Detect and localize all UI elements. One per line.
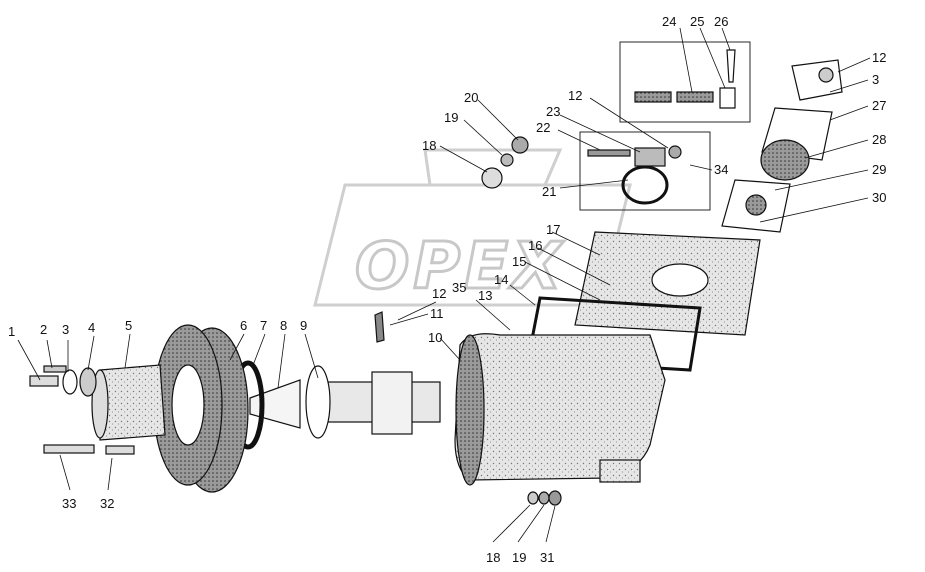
callout-25: 25 bbox=[690, 14, 704, 29]
callout-19-bottom: 19 bbox=[512, 550, 526, 565]
watermark-logo: OPEX bbox=[313, 148, 632, 307]
flange-stack bbox=[721, 59, 843, 233]
cone-part bbox=[249, 379, 301, 429]
callout-3: 3 bbox=[62, 322, 69, 337]
callout-22: 22 bbox=[536, 120, 550, 135]
callout-35: 35 bbox=[452, 280, 466, 295]
watermark-text: OPEX bbox=[355, 230, 565, 304]
callout-4: 4 bbox=[88, 320, 95, 335]
bolt-washer-stack bbox=[29, 365, 97, 397]
clutch-discs bbox=[153, 324, 249, 493]
callout-10: 10 bbox=[428, 330, 442, 345]
leader-lines bbox=[17, 27, 871, 543]
callout-9: 9 bbox=[300, 318, 307, 333]
callout-23: 23 bbox=[546, 104, 560, 119]
bolts-lower-left bbox=[43, 444, 135, 455]
shaft-coupling bbox=[305, 365, 441, 439]
callout-19-top: 19 bbox=[444, 110, 458, 125]
callout-2: 2 bbox=[40, 322, 47, 337]
callout-7: 7 bbox=[260, 318, 267, 333]
callout-11: 11 bbox=[430, 306, 444, 321]
callout-34: 34 bbox=[714, 162, 728, 177]
callout-12-clamp: 12 bbox=[568, 88, 582, 103]
gearbox-housing bbox=[454, 333, 666, 486]
callout-12-mid: 12 bbox=[432, 286, 446, 301]
nut-washer-set-top bbox=[481, 136, 529, 189]
callout-18-bottom: 18 bbox=[486, 550, 500, 565]
bracket-part bbox=[374, 311, 385, 343]
callout-labels: 1 2 3 4 5 6 7 8 9 10 11 12 12 12 13 14 1… bbox=[8, 14, 886, 565]
callout-17: 17 bbox=[546, 222, 560, 237]
callout-14: 14 bbox=[494, 272, 508, 287]
inset-box-clamp bbox=[579, 131, 711, 211]
callout-26: 26 bbox=[714, 14, 728, 29]
callout-24: 24 bbox=[662, 14, 676, 29]
callout-21: 21 bbox=[542, 184, 556, 199]
callout-16: 16 bbox=[528, 238, 542, 253]
callout-18-top: 18 bbox=[422, 138, 436, 153]
callout-32: 32 bbox=[100, 496, 114, 511]
callout-15: 15 bbox=[512, 254, 526, 269]
hub-part bbox=[91, 364, 166, 441]
inset-box-top bbox=[619, 41, 751, 123]
inset-pins bbox=[634, 49, 736, 109]
callout-33: 33 bbox=[62, 496, 76, 511]
callout-27: 27 bbox=[872, 98, 886, 113]
nut-washer-set-bottom bbox=[527, 490, 562, 506]
callout-20: 20 bbox=[464, 90, 478, 105]
callout-12-right: 12 bbox=[872, 50, 886, 65]
callout-28: 28 bbox=[872, 132, 886, 147]
callout-3-right: 3 bbox=[872, 72, 879, 87]
callout-13: 13 bbox=[478, 288, 492, 303]
callout-1: 1 bbox=[8, 324, 15, 339]
callout-30: 30 bbox=[872, 190, 886, 205]
callout-6: 6 bbox=[240, 318, 247, 333]
callout-8: 8 bbox=[280, 318, 287, 333]
gasket-plates bbox=[526, 231, 761, 372]
callout-29: 29 bbox=[872, 162, 886, 177]
callout-5: 5 bbox=[125, 318, 132, 333]
callout-31: 31 bbox=[540, 550, 554, 565]
clamp-assembly bbox=[587, 145, 682, 205]
